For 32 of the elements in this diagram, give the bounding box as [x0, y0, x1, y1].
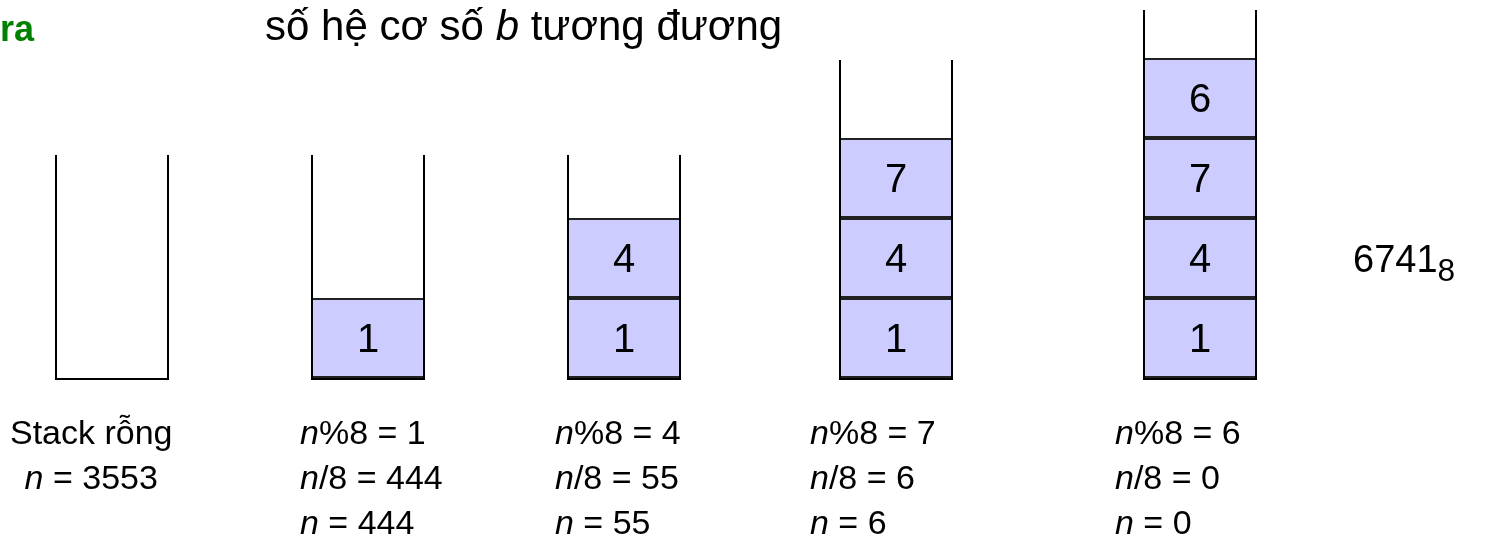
stack-container [1143, 10, 1257, 380]
node-label: n/8 = 55 [555, 457, 680, 498]
stack-cell: 7 [841, 138, 951, 218]
stack-container [311, 155, 425, 380]
node-label: n = 6 [810, 502, 888, 543]
stack-cell: 4 [569, 218, 679, 298]
node-label: n%8 = 4 [555, 412, 681, 453]
stack-cell: 4 [841, 218, 951, 298]
node-label: n = 55 [555, 502, 652, 543]
node-label: n = 0 [1115, 502, 1193, 543]
result-number: 6741$_{8}$ [1353, 238, 1456, 289]
stack-container [567, 155, 681, 380]
node-label: n%8 = 7 [810, 412, 936, 453]
node-label: n%8 = 1 [300, 412, 427, 453]
stack-cell: 4 [1145, 218, 1255, 298]
stack-cell: 7 [1145, 138, 1255, 218]
stack-cell: 6 [1145, 58, 1255, 138]
node-label: n = 444 [300, 502, 416, 543]
title: số hệ cơ số b tương đương [265, 2, 783, 50]
stack-cell: 1 [1145, 298, 1255, 378]
node-label: n/8 = 6 [810, 457, 916, 498]
node-label: Stack rỗng [10, 412, 173, 453]
stack-cell: 1 [841, 298, 951, 378]
stack-container [839, 60, 953, 380]
stack-cell: 1 [313, 298, 423, 378]
node-label: n/8 = 0 [1115, 457, 1221, 498]
node-label: n%8 = 6 [1115, 412, 1241, 453]
heading-fragment: ra [0, 8, 35, 50]
node-label: n/8 = 444 [300, 457, 443, 498]
stack-container [55, 155, 169, 380]
node-label: n = 3553 [23, 457, 159, 498]
stack-cell: 1 [569, 298, 679, 378]
